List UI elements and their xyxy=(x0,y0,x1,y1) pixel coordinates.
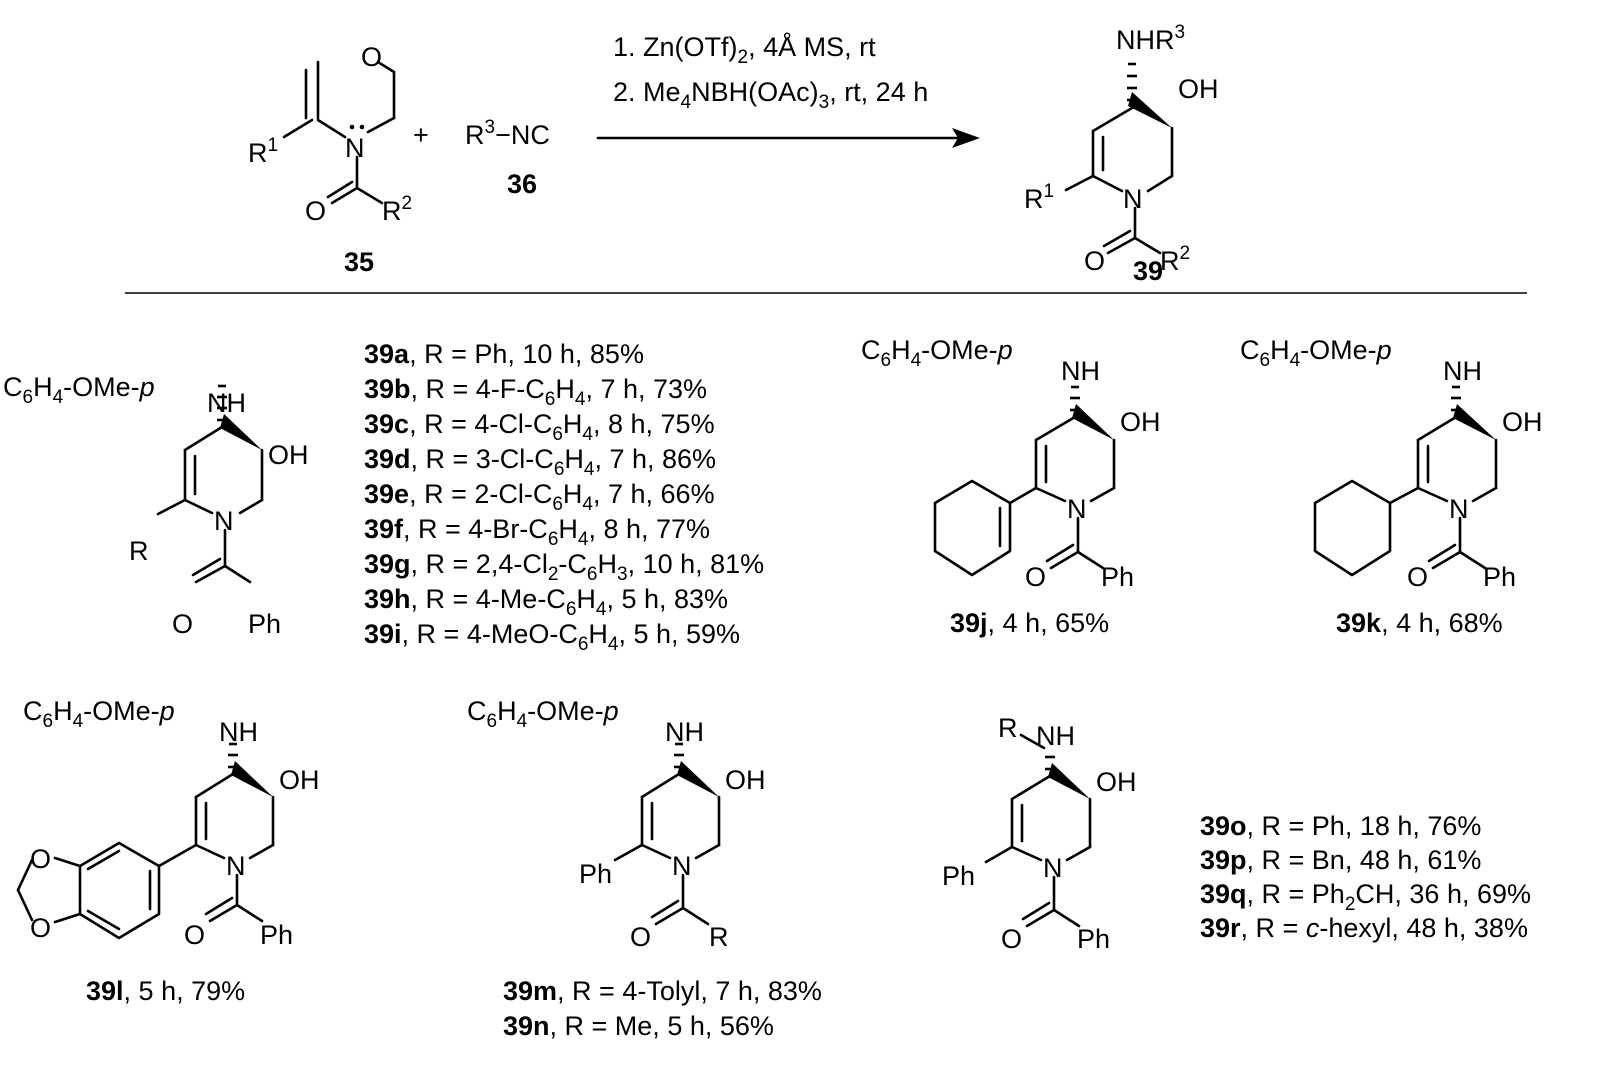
entry-39c: 39c, R = 4-Cl-C6H4, 8 h, 75% xyxy=(364,409,715,445)
entry-39o: 39o, R = Ph, 18 h, 76% xyxy=(1200,811,1481,841)
reactant-35-structure xyxy=(282,60,396,205)
entry-39b: 39b, R = 4-F-C6H4, 7 h, 73% xyxy=(364,374,707,410)
39k-O-label: O xyxy=(1407,562,1428,592)
39a-i-R-label: R xyxy=(129,536,149,566)
reaction-arrow xyxy=(596,128,980,148)
39o-r-N-label: N xyxy=(1043,853,1063,883)
39o-r-R-label: R xyxy=(998,713,1018,743)
entry-39i: 39i, R = 4-MeO-C6H4, 5 h, 59% xyxy=(364,619,740,655)
product-39-structure xyxy=(1064,62,1174,255)
39l-aryl-label: C6H4-OMe-p xyxy=(23,696,175,732)
39a-i-N-label: N xyxy=(214,506,234,536)
39l-Ph-label: Ph xyxy=(260,920,293,950)
39a-i-NH-label: NH xyxy=(207,388,246,418)
structure-39o-r xyxy=(984,733,1092,928)
caption-39n: 39n, R = Me, 5 h, 56% xyxy=(503,1011,774,1041)
39l-dioxole-O1-label: O xyxy=(30,844,51,874)
product-R2-label: R2 xyxy=(1160,243,1190,276)
compound-36-label: 36 xyxy=(507,169,537,199)
isocyanide-36-label: R3−NC xyxy=(465,117,550,150)
entry-39q: 39q, R = Ph2CH, 36 h, 69% xyxy=(1200,879,1531,915)
entry-39r: 39r, R = c-hexyl, 48 h, 38% xyxy=(1200,913,1528,943)
plus-sign: + xyxy=(413,120,429,150)
condition-step-2: 2. Me4NBH(OAc)3, rt, 24 h xyxy=(613,77,928,113)
39k-N-label: N xyxy=(1449,494,1469,524)
39o-r-benzoyl-Ph-label: Ph xyxy=(1077,924,1110,954)
structure-39l xyxy=(16,742,275,940)
caption-39j: 39j, 4 h, 65% xyxy=(950,608,1109,638)
39k-aryl-label: C6H4-OMe-p xyxy=(1240,335,1392,371)
entry-39p: 39p, R = Bn, 48 h, 61% xyxy=(1200,845,1481,875)
39a-i-OH-label: OH xyxy=(268,440,309,470)
39mn-R-label: R xyxy=(709,922,729,952)
carbonyl-O-label: O xyxy=(305,196,326,226)
caption-39m: 39m, R = 4-Tolyl, 7 h, 83% xyxy=(503,976,822,1006)
structure-39a-i xyxy=(156,384,264,584)
product-O-label: O xyxy=(1084,246,1105,276)
entry-39h: 39h, R = 4-Me-C6H4, 5 h, 83% xyxy=(364,584,728,620)
39l-N-label: N xyxy=(226,851,246,881)
39mn-O-label: O xyxy=(630,922,651,952)
product-R1-label: R1 xyxy=(1024,181,1054,214)
product-OH-label: OH xyxy=(1178,74,1219,104)
39l-OH-label: OH xyxy=(279,765,320,795)
39k-Ph-label: Ph xyxy=(1483,562,1516,592)
caption-39k: 39k, 4 h, 68% xyxy=(1336,608,1503,638)
39k-NH-label: NH xyxy=(1443,356,1482,386)
39j-O-label: O xyxy=(1025,562,1046,592)
39l-dioxole-O2-label: O xyxy=(30,913,51,943)
39a-i-aryl-label: C6H4-OMe-p xyxy=(3,372,155,408)
entry-39a: 39a, R = Ph, 10 h, 85% xyxy=(364,339,644,369)
entry-39f: 39f, R = 4-Br-C6H4, 8 h, 77% xyxy=(364,514,710,550)
39l-NH-label: NH xyxy=(219,717,258,747)
39mn-aryl-label: C6H4-OMe-p xyxy=(467,696,619,732)
aldehyde-O-label: O xyxy=(361,42,382,72)
39k-OH-label: OH xyxy=(1502,407,1543,437)
39mn-OH-label: OH xyxy=(725,765,766,795)
entry-39d: 39d, R = 3-Cl-C6H4, 7 h, 86% xyxy=(364,444,716,480)
entry-39e: 39e, R = 2-Cl-C6H4, 7 h, 66% xyxy=(364,479,715,515)
structure-39k xyxy=(1313,385,1498,577)
39mn-NH-label: NH xyxy=(665,717,704,747)
39o-r-OH-label: OH xyxy=(1096,767,1137,797)
structure-39mn xyxy=(613,742,721,926)
amide-N-label: N xyxy=(345,133,365,163)
39o-r-Ph-label: Ph xyxy=(942,861,975,891)
39mn-Ph-label: Ph xyxy=(579,859,612,889)
caption-39l: 39l, 5 h, 79% xyxy=(86,976,245,1006)
compound-list-39a-39i: 39a, R = Ph, 10 h, 85% 39b, R = 4-F-C6H4… xyxy=(364,339,764,655)
39j-N-label: N xyxy=(1067,494,1087,524)
structure-39j xyxy=(933,385,1116,577)
39a-i-O-label: O xyxy=(172,609,193,639)
R2-label: R2 xyxy=(382,193,412,226)
39j-NH-label: NH xyxy=(1061,356,1100,386)
39o-r-O-label: O xyxy=(1001,924,1022,954)
39mn-N-label: N xyxy=(672,851,692,881)
compound-list-39o-39r: 39o, R = Ph, 18 h, 76% 39p, R = Bn, 48 h… xyxy=(1200,811,1531,943)
R1-label: R1 xyxy=(248,135,278,168)
39l-O-label: O xyxy=(184,920,205,950)
compound-39-label: 39 xyxy=(1133,256,1163,286)
compound-35-label: 35 xyxy=(344,247,374,277)
product-N-label: N xyxy=(1123,184,1143,214)
product-NHR3-label: NHR3 xyxy=(1116,22,1185,55)
39j-OH-label: OH xyxy=(1120,407,1161,437)
39j-aryl-label: C6H4-OMe-p xyxy=(861,335,1013,371)
39o-r-NH-label: NH xyxy=(1036,721,1075,751)
condition-step-1: 1. Zn(OTf)2, 4Å MS, rt xyxy=(613,31,876,68)
39j-Ph-label: Ph xyxy=(1101,562,1134,592)
entry-39g: 39g, R = 2,4-Cl2-C6H3, 10 h, 81% xyxy=(364,549,764,585)
39a-i-Ph-label: Ph xyxy=(248,609,281,639)
